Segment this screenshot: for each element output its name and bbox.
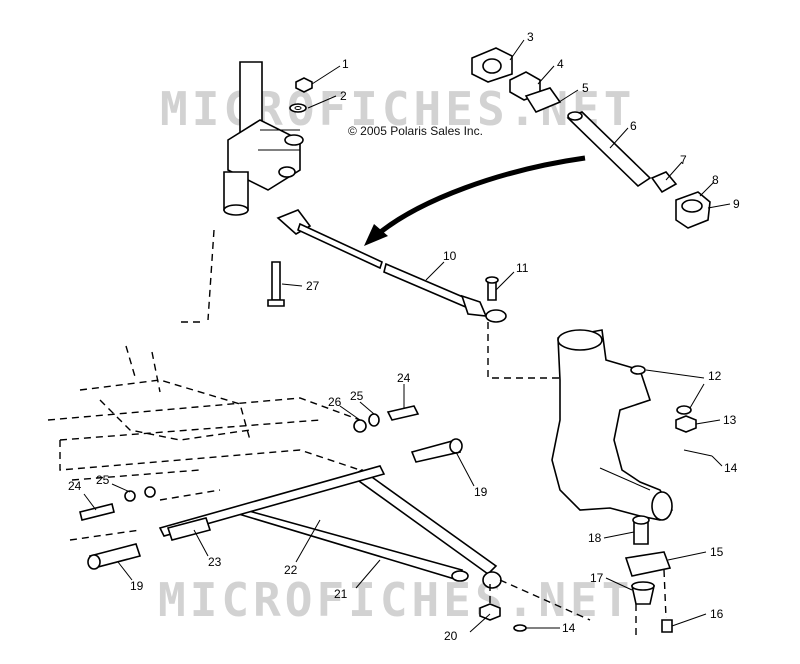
plate-15 [624,551,672,577]
tie-rod-6 [566,111,652,188]
nut-13 [675,415,697,433]
callout-labels: 1 2 3 4 5 6 7 8 9 10 11 12 13 14 15 16 1… [68,30,740,643]
callout-16: 16 [710,607,724,621]
a-arm-21 [158,465,502,589]
callout-6: 6 [630,119,637,133]
callout-11: 11 [516,261,529,275]
nut-20 [479,603,501,621]
pivot-tube-23 [166,517,212,541]
callout-24-b: 24 [397,371,411,385]
callout-19-b: 19 [130,579,144,593]
callout-18: 18 [588,531,602,545]
jam-nut-7 [650,171,678,194]
callout-27: 27 [306,279,320,293]
callout-12: 12 [708,369,722,383]
callout-15: 15 [710,545,724,559]
callout-25-a: 25 [96,473,110,487]
bushing-19-a [410,438,463,463]
steering-post [180,61,304,323]
washer-12-a [630,365,646,375]
frame-outline [47,345,361,541]
bushing-19-b [87,543,142,570]
callout-4: 4 [557,57,564,71]
rod-end-8 [675,191,711,229]
bolt-11 [485,276,499,301]
callout-14-a: 14 [724,461,738,475]
callout-17: 17 [590,571,604,585]
direction-arrow [364,155,586,246]
callout-7: 7 [680,153,687,167]
tie-rod-assembly-10 [276,209,570,379]
callout-13: 13 [723,413,737,427]
callout-25-b: 25 [350,389,364,403]
watermark-bottom: MICROFICHES.NET [158,573,634,627]
cotter-pin-14-a [683,449,713,457]
washer-2 [289,103,307,113]
ball-joint-17 [631,581,655,605]
callout-5: 5 [582,81,589,95]
nut-26 [353,419,367,433]
callout-14-b: 14 [562,621,576,635]
callout-23: 23 [208,555,222,569]
washer-25-left [124,486,156,502]
rod-end-3 [471,47,513,83]
callout-10: 10 [443,249,457,263]
callout-9: 9 [733,197,740,211]
leader-lines [83,39,731,633]
bolt-27 [267,261,285,307]
callout-21: 21 [334,587,348,601]
nut-1 [295,77,313,93]
copyright-notice: © 2005 Polaris Sales Inc. [348,124,483,138]
callout-19-a: 19 [474,485,488,499]
callout-8: 8 [712,173,719,187]
spindle [551,329,674,521]
callout-22: 22 [284,563,298,577]
callout-3: 3 [527,30,534,44]
callout-1: 1 [342,57,349,71]
bolt-24-left [79,503,115,521]
callout-26: 26 [328,395,342,409]
callout-2: 2 [340,89,347,103]
callout-20: 20 [444,629,458,643]
bolt-16 [661,619,673,633]
washer-12-b [676,405,692,415]
washer-25-right [368,413,380,427]
bolt-18 [632,515,650,545]
bolt-24-right [386,405,420,421]
cotter-pin-14-b [513,624,548,632]
callout-24-a: 24 [68,479,82,493]
